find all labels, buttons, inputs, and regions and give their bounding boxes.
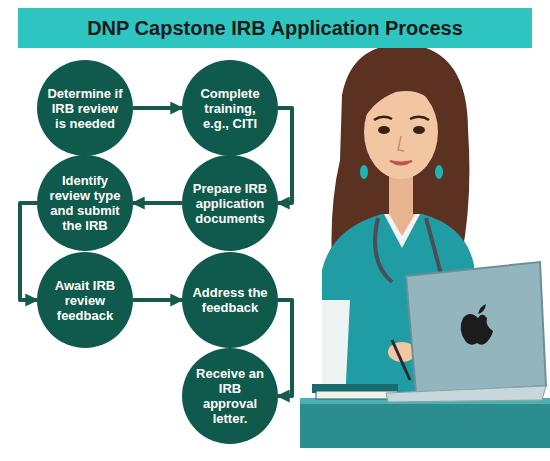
process-circle: Complete training, e.g., CITI bbox=[182, 60, 278, 156]
title-banner: DNP Capstone IRB Application Process bbox=[18, 8, 532, 48]
laptop-base bbox=[386, 386, 546, 402]
eye bbox=[413, 126, 425, 134]
apple-leaf bbox=[478, 304, 486, 314]
step-text: Prepare IRB application documents bbox=[191, 181, 269, 226]
earring bbox=[435, 165, 443, 179]
nose bbox=[398, 136, 404, 151]
process-circle: Receive an IRB approval letter. bbox=[182, 348, 278, 444]
pen bbox=[392, 340, 410, 380]
earring bbox=[360, 165, 368, 179]
bangs bbox=[362, 64, 443, 122]
process-circle: Address the feedback bbox=[182, 252, 278, 348]
process-circle: Determine if IRB review is needed bbox=[37, 60, 133, 156]
desk bbox=[300, 400, 550, 448]
flow-arrow bbox=[278, 300, 292, 396]
step-text: Complete training, e.g., CITI bbox=[191, 86, 269, 131]
eyebrows bbox=[374, 117, 429, 120]
circle-fill bbox=[182, 252, 278, 348]
flow-arrow bbox=[133, 298, 182, 302]
flow-arrow bbox=[278, 108, 292, 203]
lips bbox=[390, 161, 412, 165]
process-circle: Prepare IRB application documents bbox=[182, 155, 278, 251]
title-text: DNP Capstone IRB Application Process bbox=[87, 17, 463, 40]
flow-arrow bbox=[133, 201, 182, 205]
book-pages bbox=[316, 391, 398, 399]
flow-arrow bbox=[133, 106, 182, 110]
process-circle: Await IRB review feedback bbox=[37, 252, 133, 348]
step-text: Address the feedback bbox=[191, 285, 269, 315]
step-text: Determine if IRB review is needed bbox=[46, 86, 124, 131]
eye bbox=[378, 126, 390, 134]
circle-fill bbox=[182, 348, 278, 444]
circle-fill bbox=[182, 155, 278, 251]
flow-arrow bbox=[20, 203, 37, 300]
step-text: Await IRB review feedback bbox=[46, 278, 124, 323]
step-text: Receive an IRB approval letter. bbox=[191, 366, 269, 426]
process-circle: Identify review type and submit the IRB bbox=[37, 155, 133, 251]
chest bbox=[389, 214, 415, 236]
circle-fill bbox=[37, 252, 133, 348]
step-text: Identify review type and submit the IRB bbox=[46, 173, 124, 233]
circle-fill bbox=[37, 155, 133, 251]
laptop-lid bbox=[406, 262, 546, 393]
circle-fill bbox=[182, 60, 278, 156]
circle-fill bbox=[37, 60, 133, 156]
collar bbox=[384, 214, 420, 248]
apple-logo bbox=[461, 314, 493, 345]
